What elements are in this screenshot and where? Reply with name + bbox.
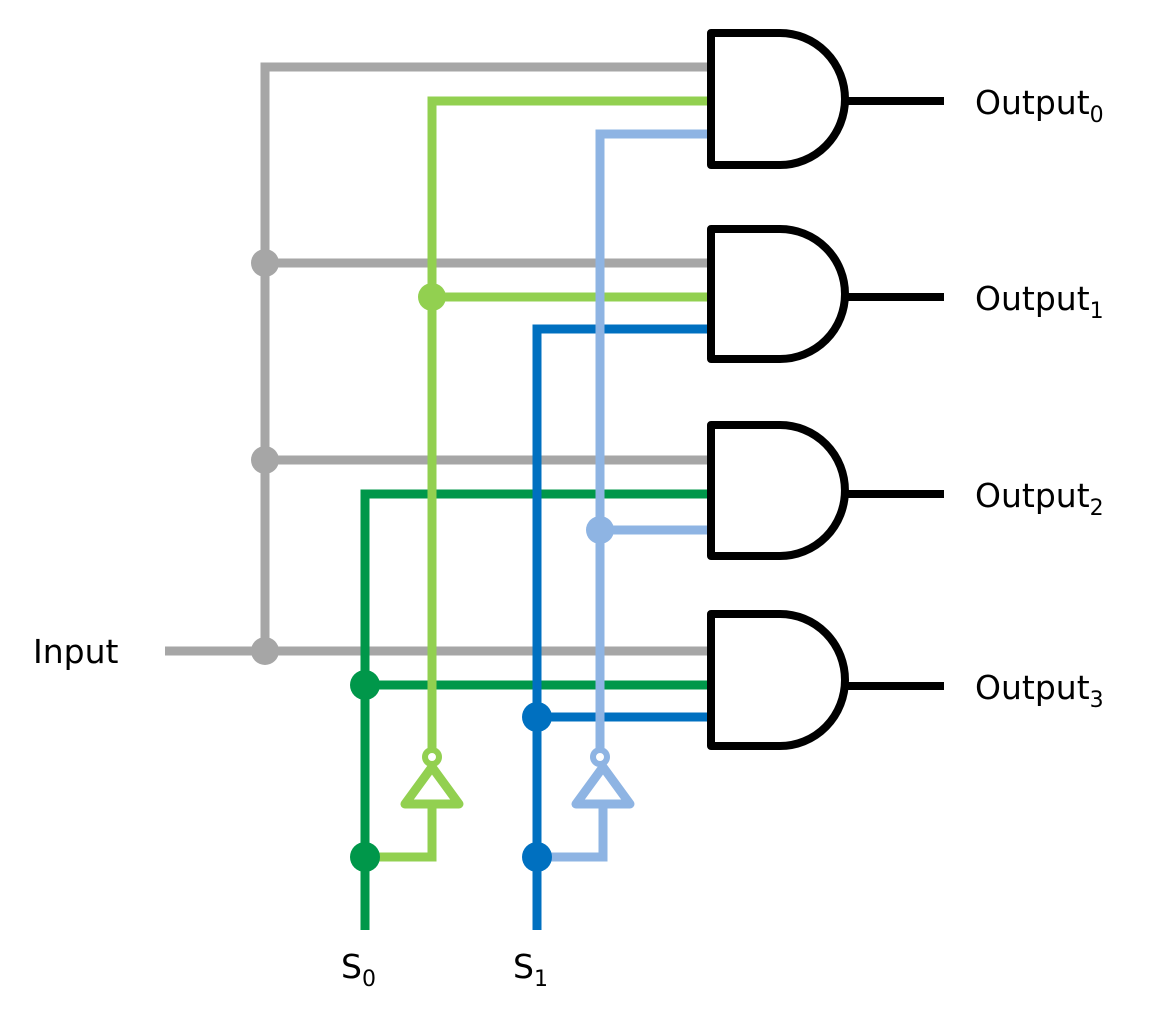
input-wires bbox=[165, 62, 712, 656]
and-gate-1 bbox=[707, 225, 849, 363]
s1-label: S1 bbox=[513, 947, 548, 992]
output-label-1: Output1 bbox=[975, 279, 1104, 324]
output-label-2: Output2 bbox=[975, 476, 1104, 521]
junction-dot bbox=[522, 842, 552, 872]
s0-inverter-bubble bbox=[422, 747, 442, 767]
s1-to-inverter-wire bbox=[537, 806, 608, 862]
and-gate-0 bbox=[707, 29, 849, 169]
s1-inverter-triangle bbox=[571, 762, 635, 809]
s1-bus bbox=[532, 324, 712, 930]
s1-inverter-bubble bbox=[590, 747, 610, 767]
input-bus-vertical bbox=[260, 62, 712, 651]
output-label-3: Output3 bbox=[975, 668, 1104, 713]
not-s0-wires bbox=[365, 96, 712, 862]
junction-dot bbox=[251, 249, 279, 277]
junction-dot bbox=[418, 283, 446, 311]
input-label: Input bbox=[33, 632, 119, 671]
and-gate-3 bbox=[707, 610, 849, 750]
and-gate-2 bbox=[707, 421, 849, 560]
and-gates bbox=[707, 29, 849, 750]
junction-dot bbox=[522, 702, 552, 732]
junction-dot bbox=[586, 516, 614, 544]
not-s0-bus bbox=[427, 96, 712, 748]
output-label-0: Output0 bbox=[975, 83, 1104, 128]
s1-wires bbox=[532, 324, 712, 930]
s0-to-inverter-wire bbox=[365, 806, 437, 862]
junction-dot bbox=[251, 446, 279, 474]
junction-dot bbox=[251, 637, 279, 665]
s0-label: S0 bbox=[341, 947, 376, 992]
s0-inverter-triangle bbox=[400, 762, 464, 809]
not-s1-bus bbox=[595, 129, 712, 748]
junction-dot bbox=[350, 670, 380, 700]
junction-dot bbox=[350, 842, 380, 872]
